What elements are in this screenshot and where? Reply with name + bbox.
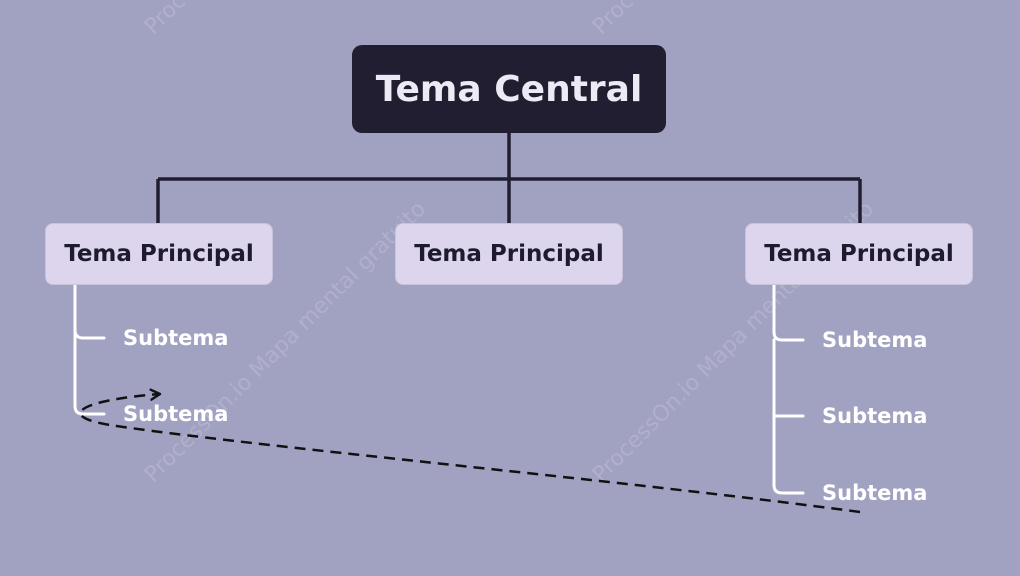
subtopic-3-3[interactable]: Subtema	[822, 481, 928, 505]
subtopic-1-1[interactable]: Subtema	[123, 326, 229, 350]
sub-connectors-right	[772, 283, 805, 495]
relationship-arrow[interactable]	[79, 394, 861, 514]
sub-connector-left-2	[73, 328, 106, 416]
main-topic-2[interactable]: Tema Principal	[395, 223, 623, 285]
subtopic-1-2[interactable]: Subtema	[123, 402, 229, 426]
sub-connector-right-1	[772, 283, 805, 342]
sub-connector-right-3	[772, 414, 805, 495]
sub-connectors-left	[73, 283, 106, 416]
subtopic-3-2[interactable]: Subtema	[822, 404, 928, 428]
main-topic-3[interactable]: Tema Principal	[745, 223, 973, 285]
central-topic[interactable]: Tema Central	[352, 45, 666, 133]
main-topic-1[interactable]: Tema Principal	[45, 223, 273, 285]
central-connectors	[156, 133, 862, 224]
sub-connector-left-1	[73, 283, 106, 340]
sub-connector-right-2	[772, 338, 805, 418]
subtopic-3-1[interactable]: Subtema	[822, 328, 928, 352]
